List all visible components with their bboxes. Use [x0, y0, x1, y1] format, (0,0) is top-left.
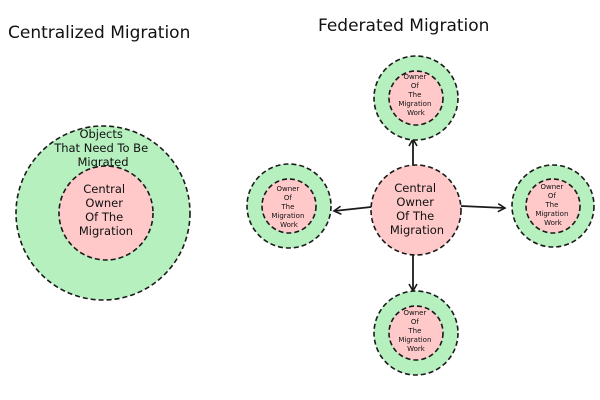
federated-node-top: Owner Of The Migration Work	[373, 55, 459, 141]
node-label-line: Owner	[403, 73, 426, 81]
node-label-line: The	[407, 91, 421, 99]
centralized-owner-circle	[58, 165, 154, 261]
node-label-line: Owner	[276, 185, 299, 193]
objects-label-line: That Need To Be	[53, 141, 148, 155]
federated-hub-circle	[370, 164, 462, 256]
hub-label-line: Of The	[396, 209, 434, 223]
federated-hub-label: Central Owner Of The Migration	[390, 181, 444, 237]
objects-label-line: Objects	[79, 127, 122, 141]
node-inner-circle	[388, 70, 444, 126]
objects-label-line: Migrated	[77, 155, 128, 169]
node-label-line: Work	[407, 345, 426, 353]
node-label-line: Migration	[398, 336, 431, 344]
federated-node-right: Owner Of The Migration Work	[511, 164, 595, 248]
hub-label-line: Migration	[390, 223, 444, 237]
node-label-line: Work	[544, 219, 563, 227]
node-label: Owner Of The Migration Work	[271, 185, 306, 229]
node-label-line: Of	[284, 194, 293, 202]
node-label-line: Migration	[398, 100, 431, 108]
node-label: Owner Of The Migration Work	[398, 73, 433, 117]
node-label-line: Owner	[403, 309, 426, 317]
centralized-objects-label: Objects That Need To Be Migrated	[53, 127, 152, 169]
federated-node-left: Owner Of The Migration Work	[246, 163, 332, 249]
federated-title: Federated Migration	[318, 16, 489, 36]
node-label-line: Of	[411, 318, 420, 326]
node-inner-circle	[261, 178, 317, 234]
node-label-line: Migration	[535, 210, 568, 218]
owner-label-line: Owner	[85, 196, 123, 210]
hub-label-line: Central	[394, 181, 436, 195]
node-label-line: Of	[548, 192, 557, 200]
node-label-line: Of	[411, 82, 420, 90]
centralized-title: Centralized Migration	[8, 23, 190, 43]
owner-label-line: Central	[83, 182, 125, 196]
node-label: Owner Of The Migration Work	[398, 309, 433, 353]
node-label-line: Work	[280, 221, 299, 229]
owner-label-line: Migration	[79, 224, 133, 238]
node-label-line: The	[544, 201, 558, 209]
arrow-to-right-node	[460, 203, 507, 213]
node-label-line: The	[280, 203, 294, 211]
node-inner-circle	[388, 305, 444, 361]
node-label-line: Owner	[540, 183, 563, 191]
owner-label-line: Of The	[85, 210, 123, 224]
centralized-owner-label: Central Owner Of The Migration	[79, 182, 133, 238]
node-label: Owner Of The Migration Work	[535, 183, 570, 227]
federated-node-bottom: Owner Of The Migration Work	[373, 290, 459, 376]
arrow-to-left-node	[332, 205, 372, 215]
node-label-line: Migration	[271, 212, 304, 220]
node-inner-circle	[525, 178, 581, 234]
hub-label-line: Owner	[396, 195, 434, 209]
node-label-line: Work	[407, 109, 426, 117]
node-label-line: The	[407, 327, 421, 335]
